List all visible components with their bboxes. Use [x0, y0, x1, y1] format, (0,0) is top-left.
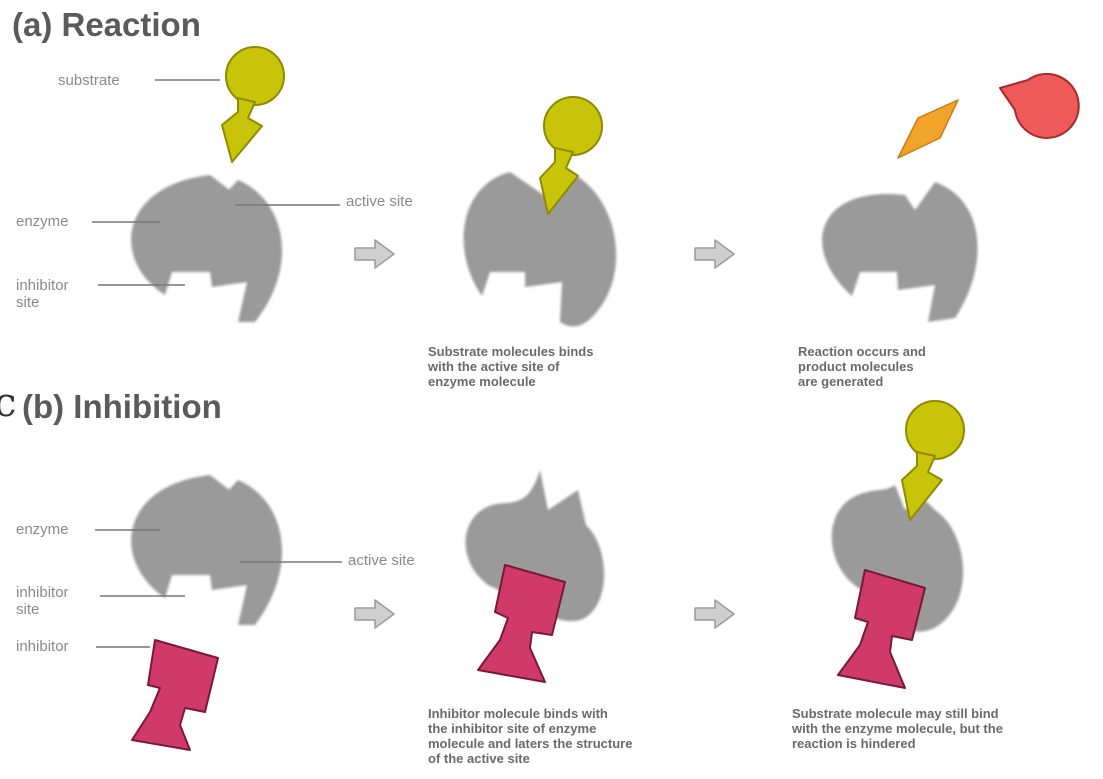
- label-active-site-b: active site: [348, 552, 415, 569]
- section-a-title: (a) Reaction: [12, 6, 201, 43]
- label-substrate: substrate: [58, 72, 120, 89]
- arrow-right-icon: [694, 239, 735, 269]
- arrow-right-icon: [694, 599, 735, 629]
- enzyme-shape: [831, 485, 964, 632]
- caption-reaction-hindered: Substrate molecule may still bind with t…: [792, 706, 1003, 751]
- arrow-right-icon: [354, 239, 395, 269]
- label-inhibitor-site-a: inhibitor site: [16, 277, 69, 311]
- label-inhibitor: inhibitor: [16, 638, 69, 655]
- inhibitor-molecule: [477, 564, 566, 683]
- caption-inhibitor-binding: Inhibitor molecule binds with the inhibi…: [428, 706, 633, 766]
- label-enzyme-a: enzyme: [16, 213, 69, 230]
- substrate-molecule: [901, 400, 965, 521]
- caption-product-generated: Reaction occurs and product molecules ar…: [798, 344, 926, 389]
- caption-substrate-binding: Substrate molecules binds with the activ…: [428, 344, 594, 389]
- substrate-molecule: [539, 96, 603, 215]
- label-inhibitor-site-b: inhibitor site: [16, 584, 69, 618]
- label-active-site-a: active site: [346, 193, 413, 210]
- product-diamond: [897, 99, 959, 159]
- product-pacman: [999, 72, 1080, 139]
- enzyme-shape: [131, 475, 283, 625]
- inhibitor-molecule: [131, 639, 219, 751]
- edge-mark: c: [0, 380, 17, 426]
- inhibitor-molecule: [837, 569, 926, 689]
- label-enzyme-b: enzyme: [16, 521, 69, 538]
- enzyme-shape: [822, 182, 978, 322]
- section-b-title: (b) Inhibition: [22, 388, 222, 425]
- arrow-right-icon: [354, 599, 395, 629]
- label-lines: [92, 79, 342, 648]
- enzyme-shape: [463, 168, 617, 327]
- substrate-molecule: [221, 46, 285, 163]
- enzyme-shape: [131, 175, 283, 322]
